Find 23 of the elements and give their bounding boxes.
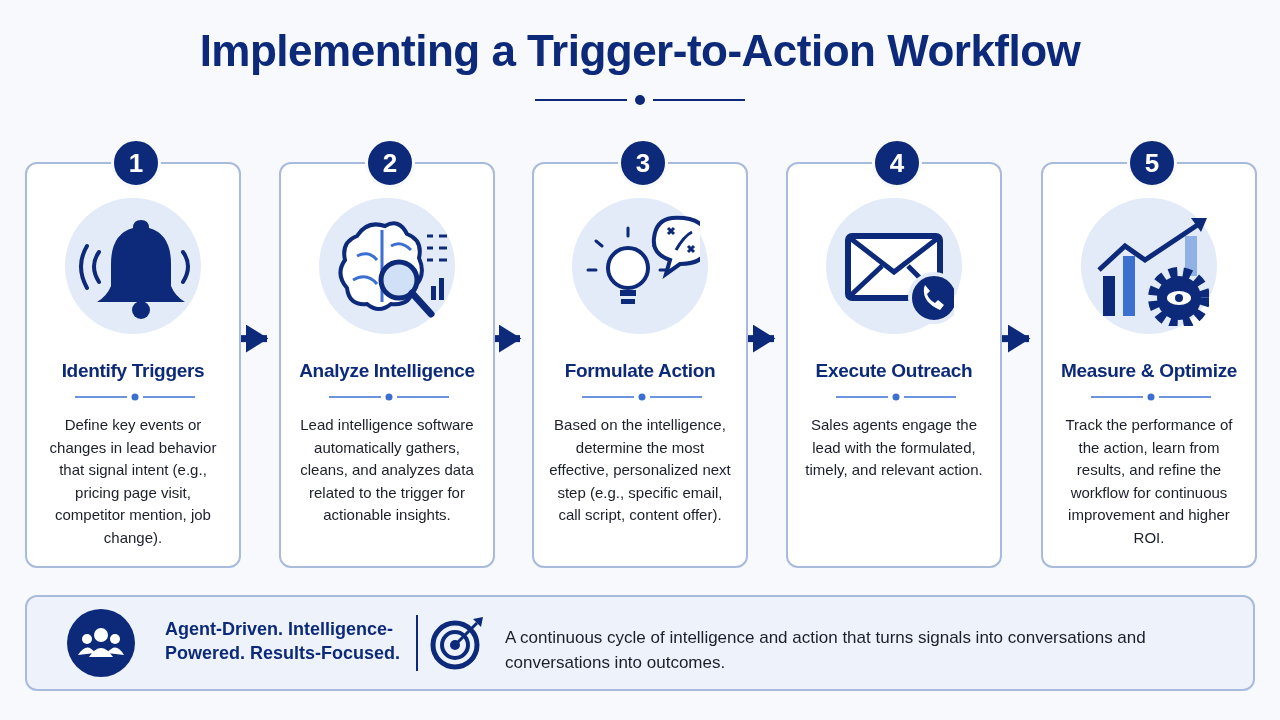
step-description: Track the performance of the action, learn from results, and refine the workflow for continuous improvement and higher ROI. [1064,415,1234,548]
step-number-badge: 3 [618,138,668,188]
summary-banner [25,595,1255,691]
step-description: Sales agents engage the lead with the formulated, timely, and relevant action. [804,415,984,480]
step-number-badge: 4 [872,138,922,188]
step-number-badge: 2 [365,138,415,188]
summary-text: A continuous cycle of intelligence and action that turns signals into conversations and conversations into outcomes. [505,627,1147,674]
step-heading: Formulate Action [563,360,717,382]
step-number-badge: 1 [111,138,161,188]
step-description: Lead intelligence software automatically gathers, cleans, and analyzes data related to the trigger for actionable insights. [299,415,475,525]
tagline: Agent-Driven. Intelligence-Powered. Results-Focused. [165,618,402,665]
step-heading: Measure & Optimize [1059,360,1239,382]
title: Implementing a Trigger-to-Action Workflow [198,26,1082,76]
step-heading: Execute Outreach [814,360,974,382]
arrow [241,324,269,353]
step-heading: Identify Triggers [60,360,206,382]
step-description: Based on the intelligence, determine the most effective, personalized next step (e.g., specific email, call script, content offer). [548,415,732,525]
step-heading: Analyze Intelligence [298,360,476,382]
step-number-badge: 5 [1127,138,1177,188]
arrow [748,324,776,353]
step-description: Define key events or changes in lead behavior that signal intent (e.g., pricing page visit, competitor mention, job change). [48,415,218,548]
arrow [495,324,522,353]
arrow [1002,324,1031,353]
